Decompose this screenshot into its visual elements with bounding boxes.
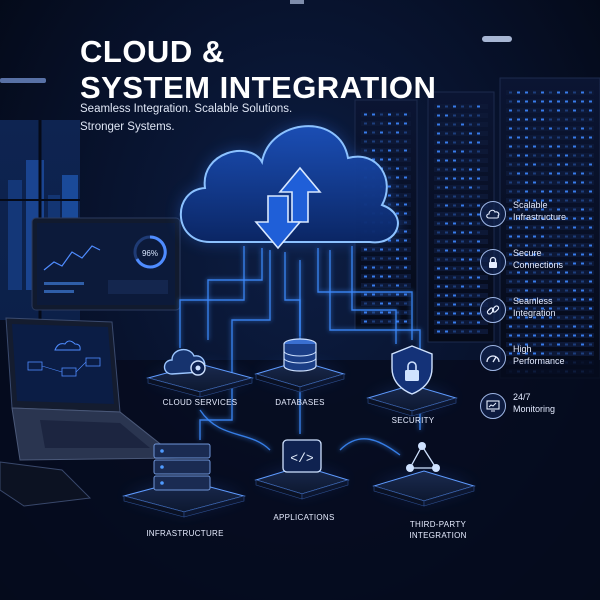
dashboard-monitor — [31, 217, 181, 311]
network-nodes-icon — [406, 442, 440, 472]
node-label-infrastructure: INFRASTRUCTURE — [146, 529, 224, 538]
feature-line-1: Secure — [513, 248, 542, 258]
server-racks — [354, 77, 600, 379]
code-icon: </> — [282, 439, 322, 473]
node-label-third-party-line-2: INTEGRATION — [409, 531, 467, 540]
gear-cloud-icon — [163, 349, 206, 376]
feature-line-2: Infrastructure — [513, 212, 567, 222]
node-label-databases: DATABASES — [275, 398, 325, 407]
server-stack-icon — [153, 443, 211, 491]
feature-line-2: Performance — [513, 356, 565, 366]
node-label-security: SECURITY — [391, 416, 435, 425]
laptop — [5, 317, 180, 461]
feature-line-2: Connections — [513, 260, 564, 270]
node-label-third-party-integration: THIRD-PARTY INTEGRATION — [390, 519, 486, 541]
ceiling-lights — [0, 0, 512, 83]
feature-line-1: 24/7 — [513, 392, 531, 402]
speedometer-icon — [480, 345, 506, 371]
node-label-third-party-line-1: THIRD-PARTY — [409, 520, 467, 529]
cloud-icon — [179, 125, 399, 250]
subtitle-line-2: Stronger Systems. — [80, 121, 175, 133]
svg-text:</>: </> — [290, 451, 314, 466]
subtitle: Seamless Integration. Scalable Solutions… — [80, 100, 292, 136]
feature-line-1: High — [513, 344, 532, 354]
node-tiles — [122, 360, 476, 518]
subtitle-line-1: Seamless Integration. Scalable Solutions… — [80, 103, 293, 115]
database-icon — [283, 338, 317, 372]
page-title: CLOUD & SYSTEM INTEGRATION — [80, 34, 436, 106]
monitor-chart-icon — [480, 393, 506, 419]
feature-line-2: Integration — [513, 308, 556, 318]
feature-line-2: Monitoring — [513, 404, 556, 414]
lock-icon — [480, 249, 506, 275]
title-line-1: CLOUD & — [80, 34, 225, 69]
feature-line-1: Scalable — [513, 200, 548, 210]
smartphone — [0, 461, 92, 507]
link-icon — [480, 297, 506, 323]
gauge-value: 96% — [142, 249, 158, 258]
feature-line-1: Seamless — [513, 296, 553, 306]
node-label-cloud-services: CLOUD SERVICES — [162, 398, 238, 407]
node-label-applications: APPLICATIONS — [273, 513, 335, 522]
cloud-icon — [480, 201, 506, 227]
download-arrow-icon — [254, 195, 302, 250]
shield-lock-icon — [391, 345, 433, 395]
title-line-2: SYSTEM INTEGRATION — [80, 70, 437, 105]
